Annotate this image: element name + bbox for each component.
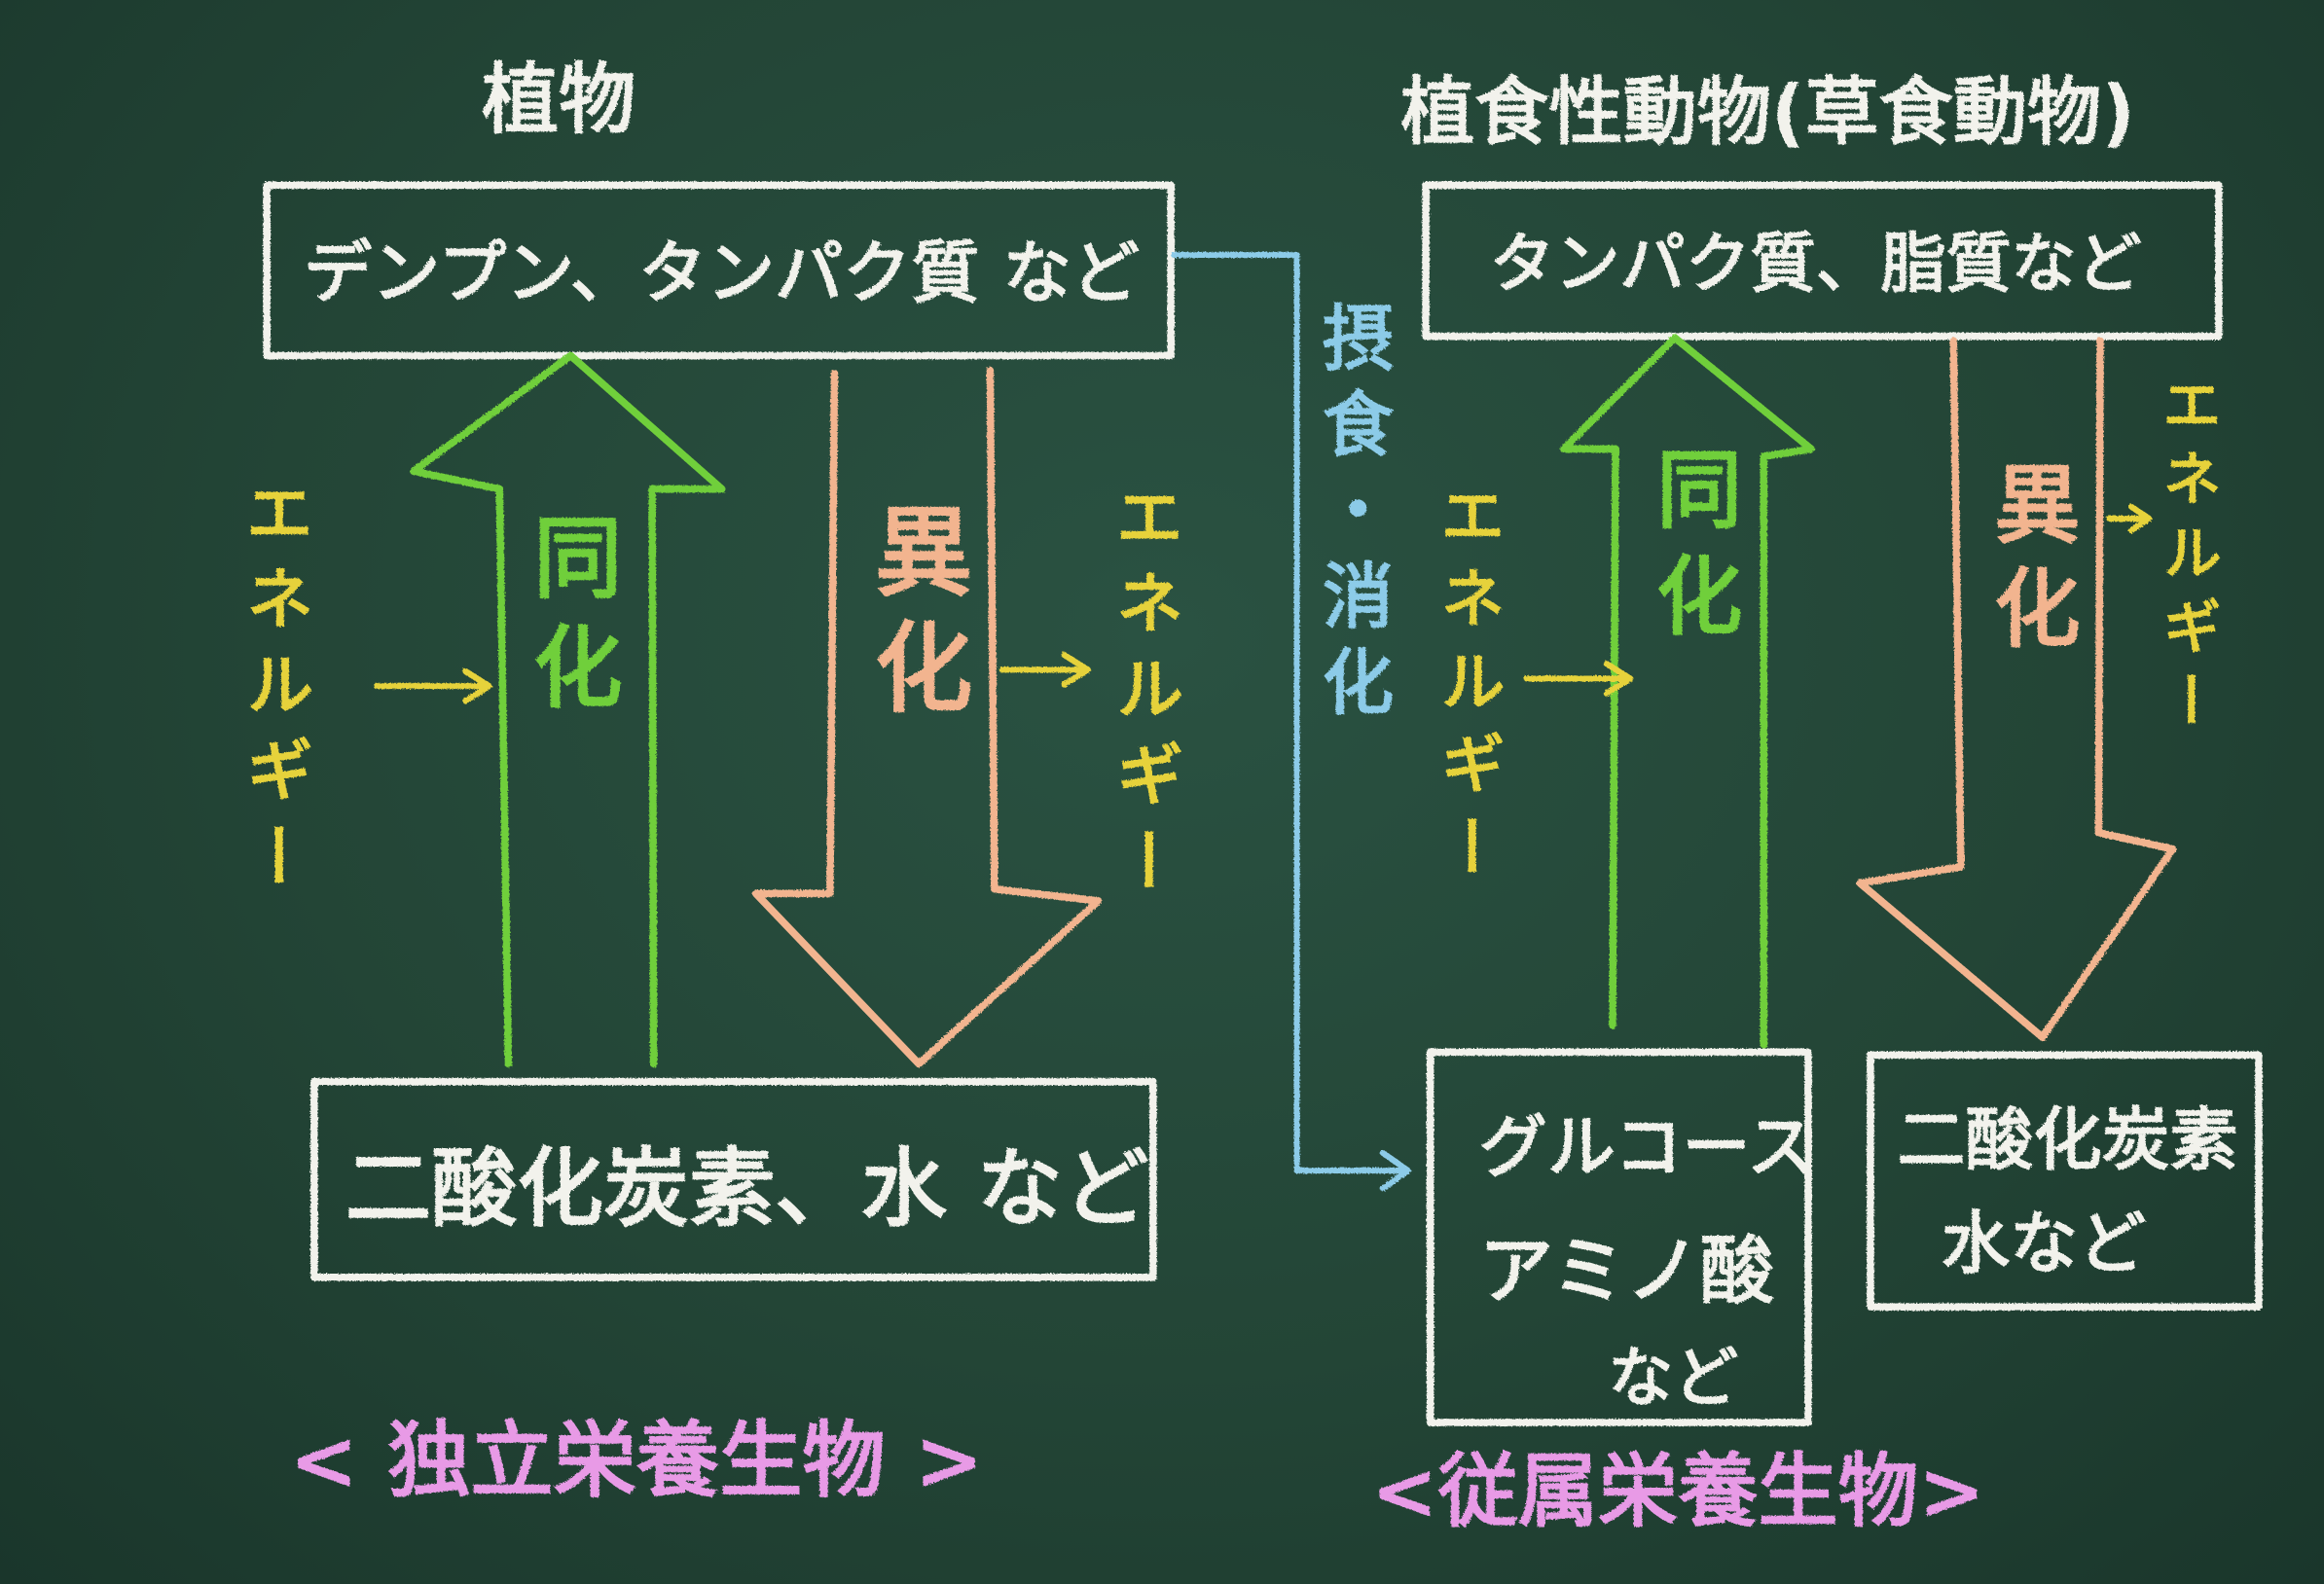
- right-bottom-left-line3: など: [1608, 1340, 1738, 1416]
- right-energy-out-label: エネルギー: [2152, 374, 2221, 744]
- left-anabolism-label: 同化: [519, 511, 623, 730]
- right-energy-in-arrow: [1523, 661, 1634, 697]
- left-top-box-label: デンプン、タンパク質 など: [304, 234, 1140, 313]
- left-energy-out-label: エネルギー: [1105, 482, 1184, 912]
- right-catabolism-label: 異化: [1980, 459, 2081, 666]
- right-energy-out-arrow: [2106, 503, 2153, 534]
- right-title: 植食性動物(草食動物): [1400, 69, 2135, 156]
- right-bottom-left-box: [1426, 1048, 1812, 1426]
- left-bottom-box: [310, 1077, 1157, 1281]
- left-bottom-box-label: 二酸化炭素、水 など: [345, 1138, 1149, 1239]
- left-energy-in-label: エネルギー: [235, 477, 314, 907]
- right-bottom-right-line2: 水など: [1942, 1204, 2146, 1283]
- right-top-box-label: タンパク質、脂質など: [1490, 226, 2142, 302]
- right-anabolism-arrow: [1559, 334, 1815, 1049]
- left-energy-out-arrow: [999, 652, 1091, 688]
- left-anabolism-arrow: [410, 351, 726, 1068]
- right-bottom-right-line1: 二酸化炭素: [1897, 1099, 2237, 1179]
- right-bottom-right-box: [1867, 1051, 2263, 1312]
- right-catabolism-arrow: [1856, 337, 2177, 1041]
- right-bottom-left-line1: グルコース: [1479, 1107, 1815, 1187]
- ingest-label: 摂食・消化: [1310, 301, 1394, 731]
- left-title: 植物: [482, 54, 635, 144]
- ingest-arrow: [1171, 251, 1411, 1192]
- left-top-box: [263, 181, 1175, 360]
- right-bottom-left-line2: アミノ酸: [1479, 1228, 1775, 1314]
- left-footer: < 独立栄養生物 >: [289, 1414, 984, 1510]
- left-catabolism-label: 異化: [857, 501, 971, 733]
- right-footer: <従属栄養生物>: [1371, 1446, 1985, 1538]
- right-energy-in-label: エネルギー: [1430, 482, 1506, 896]
- right-top-box: [1422, 181, 2223, 341]
- left-catabolism-arrow: [751, 366, 1103, 1068]
- left-energy-in-arrow: [373, 667, 492, 704]
- right-anabolism-label: 同化: [1643, 445, 1743, 658]
